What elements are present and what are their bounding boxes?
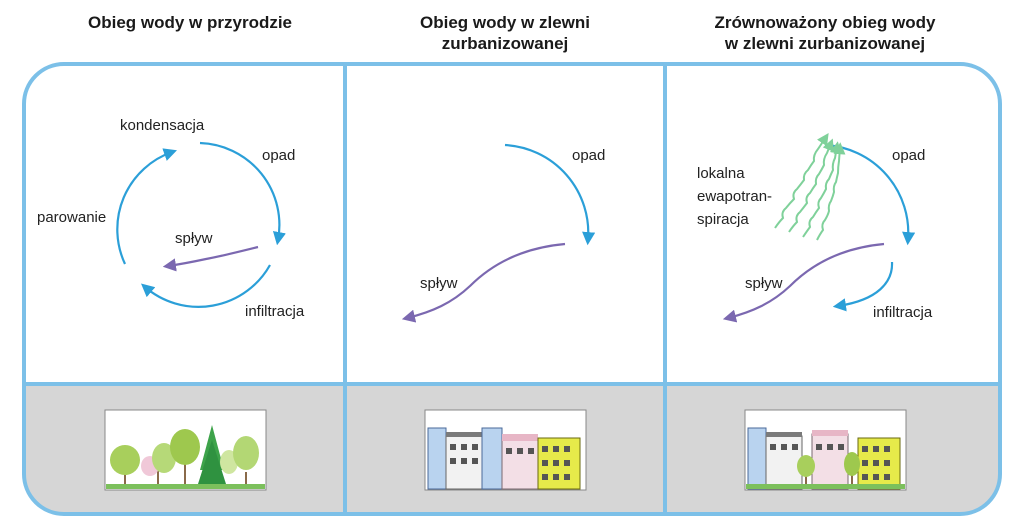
forest-scene [104, 409, 267, 491]
label-evaporation: parowanie [37, 209, 106, 226]
title-urban-line-2: zurbanizowanej [441, 34, 569, 53]
evaporation-arrow [116, 148, 177, 265]
title-sustainable-cycle: Zrównoważony obieg wody w zlewni zurbani… [675, 12, 975, 54]
sustainable-cycle-panel: lokalna ewapotran- spiracja opad spływ i… [697, 133, 933, 323]
runoff-arrow [401, 242, 566, 323]
title-urban-line-1: Obieg wody w zlewni [419, 13, 591, 32]
label-evapotranspiration-3: spiracja [697, 211, 749, 228]
infiltration-arrow [140, 264, 271, 308]
runoff-arrow [722, 242, 885, 323]
precipitation-arrow [504, 143, 596, 246]
label-runoff: spływ [420, 275, 458, 292]
label-infiltration: infiltracja [873, 304, 933, 321]
frame-border [22, 62, 1002, 516]
runoff-arrow [162, 245, 259, 272]
city-scene [424, 409, 587, 491]
label-evapotranspiration-1: lokalna [697, 165, 745, 182]
label-runoff: spływ [745, 275, 783, 292]
title-natural-cycle: Obieg wody w przyrodzie [87, 13, 293, 32]
label-runoff: spływ [175, 230, 213, 247]
label-precipitation: opad [892, 147, 925, 164]
city-trees-scene [744, 409, 907, 491]
urban-cycle-panel: opad spływ [401, 143, 605, 323]
title-sustainable-line-1: Zrównoważony obieg wody [714, 13, 936, 32]
label-condensation: kondensacja [120, 117, 205, 134]
label-precipitation: opad [262, 147, 295, 164]
label-precipitation: opad [572, 147, 605, 164]
evapotranspiration-waves [774, 133, 846, 241]
label-infiltration: infiltracja [245, 303, 305, 320]
label-evapotranspiration-2: ewapotran- [697, 188, 772, 205]
title-sustainable-line-2: w zlewni zurbanizowanej [724, 34, 926, 53]
precipitation-arrow [199, 141, 286, 246]
infiltration-arrow [832, 261, 894, 312]
natural-cycle-panel: kondensacja opad parowanie spływ infiltr… [37, 117, 305, 320]
title-urban-cycle: Obieg wody w zlewni zurbanizowanej [355, 12, 655, 54]
